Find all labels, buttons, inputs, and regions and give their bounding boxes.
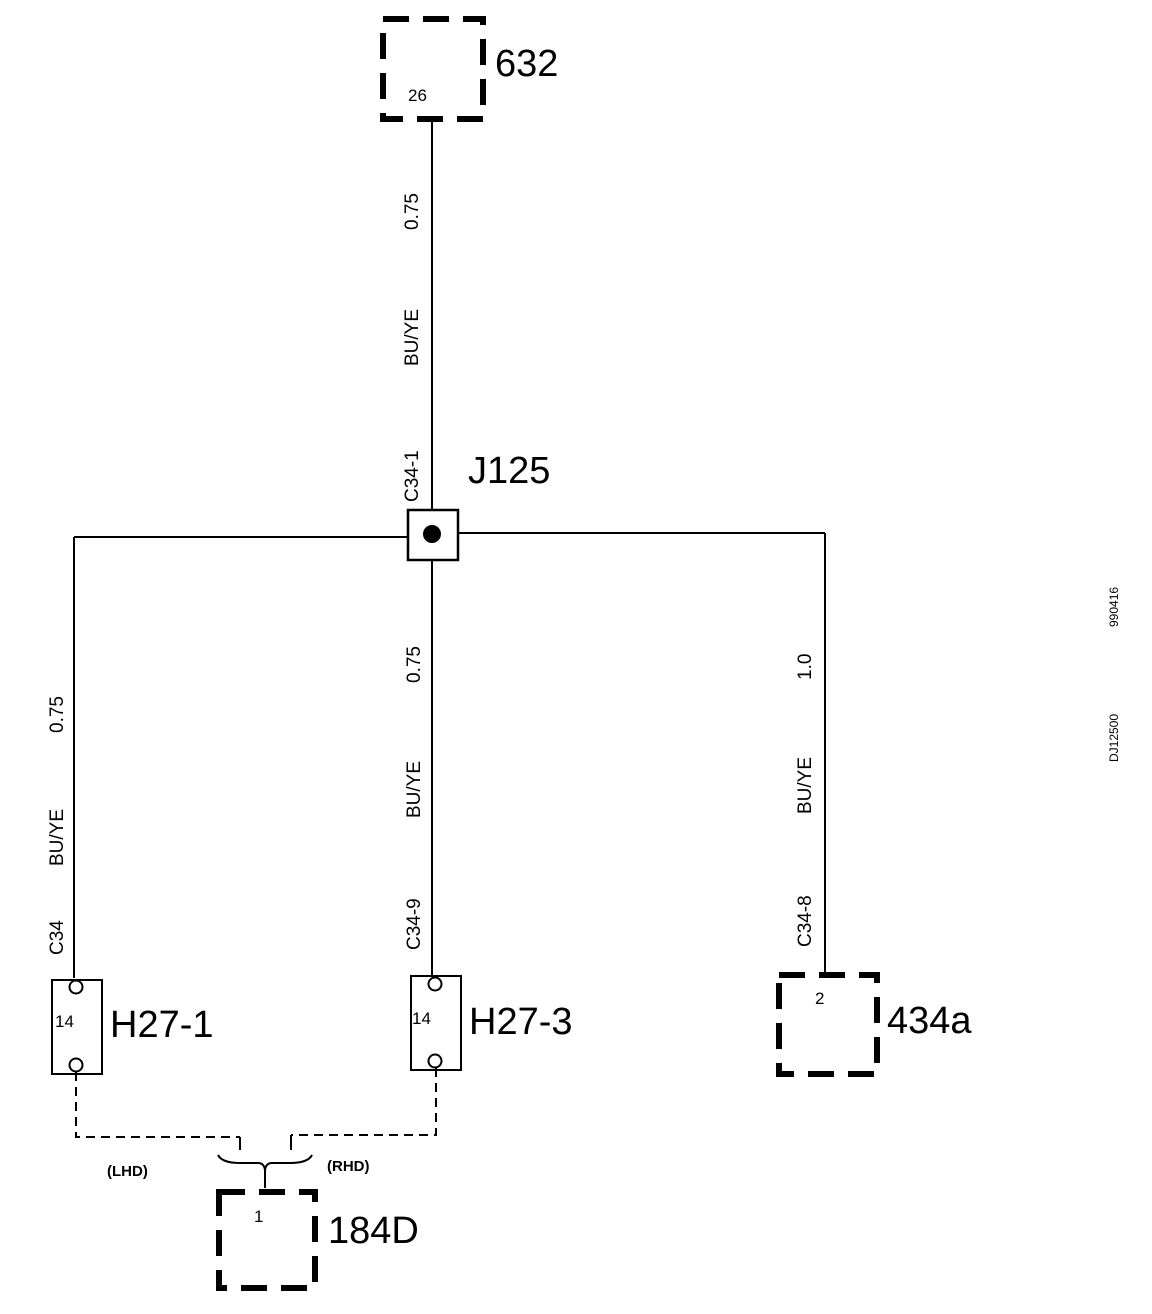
margin-drawing-id: DJ12500 <box>1107 714 1121 762</box>
component-632-outline <box>380 16 486 122</box>
component-434a-outline <box>776 972 880 1077</box>
variant-lhd-path <box>75 1072 240 1138</box>
connector-h27-1-label: H27-1 <box>110 1004 214 1046</box>
connector-h27-3: 14 H27-3 <box>410 975 573 1071</box>
component-632-label: 632 <box>495 43 558 85</box>
wire-left-color: BU/YE <box>47 809 68 866</box>
splice-j125-dot <box>423 525 441 543</box>
wire-middle-connector: C34-9 <box>404 898 425 950</box>
margin-date: 990416 <box>1107 587 1121 627</box>
connector-h27-3-label: H27-3 <box>469 1001 573 1043</box>
wire-left: 0.75 BU/YE C34 <box>47 537 75 978</box>
splice-j125-connector: C34-1 <box>402 450 423 502</box>
splice-j125-label: J125 <box>468 450 550 492</box>
wire-left-connector: C34 <box>47 920 68 955</box>
wire-right: 1.0 BU/YE C34-8 <box>795 533 826 974</box>
connector-h27-3-terminal-top <box>427 976 443 992</box>
component-632: 26 632 <box>380 16 558 122</box>
component-434a: 2 434a <box>776 972 972 1077</box>
variant-brace <box>217 1154 313 1171</box>
component-184d-outline <box>216 1189 318 1291</box>
component-434a-pin: 2 <box>815 989 824 1008</box>
connector-h27-3-terminal-bottom <box>427 1053 443 1069</box>
wire-top-color: BU/YE <box>402 309 423 366</box>
wire-top-gauge: 0.75 <box>402 193 423 230</box>
variant-rhd-label: (RHD) <box>327 1158 370 1175</box>
connector-h27-1-terminal-bottom <box>68 1057 84 1073</box>
component-184d: 1 184D <box>216 1189 419 1291</box>
splice-j125: J125 C34-1 <box>402 450 550 562</box>
connector-h27-1-terminal-top <box>68 979 84 995</box>
component-184d-label: 184D <box>328 1210 419 1252</box>
component-632-pin: 26 <box>408 86 427 105</box>
wire-left-gauge: 0.75 <box>47 696 68 733</box>
component-184d-pin: 1 <box>254 1207 263 1226</box>
connector-h27-1-pin: 14 <box>55 1012 74 1031</box>
connector-h27-1: 14 H27-1 <box>51 979 214 1075</box>
connector-h27-3-pin: 14 <box>412 1009 431 1028</box>
wire-right-gauge: 1.0 <box>795 654 816 680</box>
wire-right-connector: C34-8 <box>795 895 816 947</box>
wire-right-color: BU/YE <box>795 757 816 814</box>
wire-middle: 0.75 BU/YE C34-9 <box>404 560 433 976</box>
variant-connections: (LHD) (RHD) <box>75 1068 437 1188</box>
wire-middle-gauge: 0.75 <box>404 646 425 683</box>
component-434a-label: 434a <box>887 1000 972 1042</box>
wire-middle-color: BU/YE <box>404 761 425 818</box>
variant-lhd-label: (LHD) <box>107 1163 148 1180</box>
wire-top: 0.75 BU/YE <box>402 122 433 510</box>
variant-rhd-path <box>291 1068 437 1136</box>
